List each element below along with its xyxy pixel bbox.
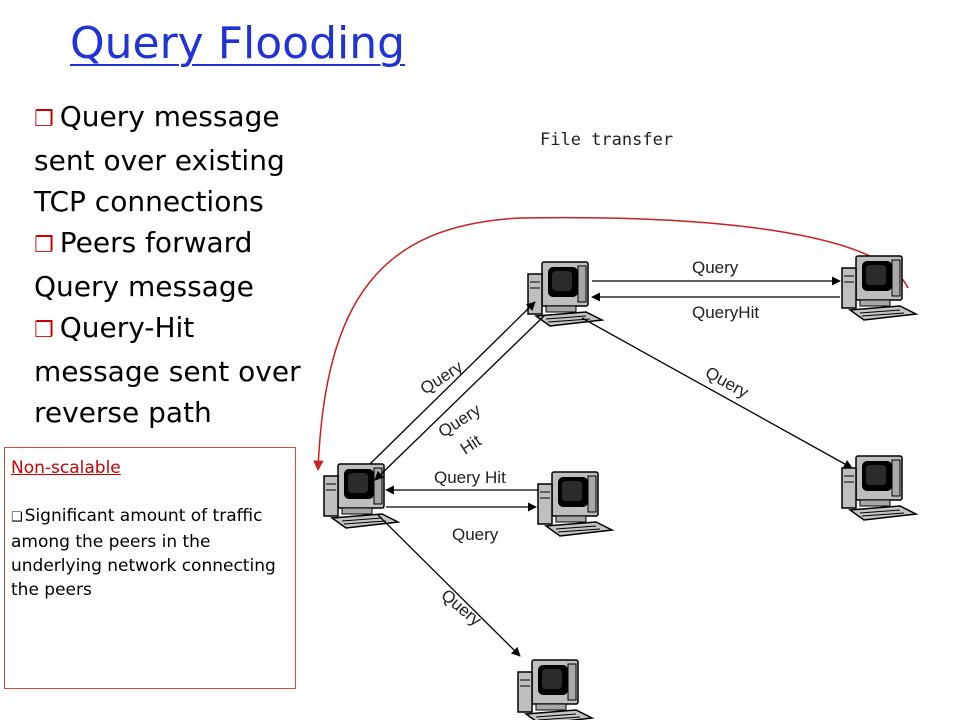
bullet-text: sent over existing (34, 144, 285, 177)
bullet-text: TCP connections (34, 185, 264, 218)
peer-computer-left (323, 463, 399, 529)
bullet-item: ❒Peers forward (34, 222, 334, 266)
query-label-mid: Query (452, 525, 499, 544)
peer-computer-top-center (527, 261, 603, 327)
query-label-top: Query (692, 258, 739, 277)
query-hit-label-diag-line1: Query (435, 400, 485, 441)
query-arrow-diag-left (369, 301, 536, 465)
query-label-bottom: Query (437, 586, 485, 631)
query-hit-arrow-diag (374, 314, 546, 481)
file-transfer-arc (313, 216, 909, 472)
checkbox-bullet-icon: ❒ (34, 107, 54, 132)
bullet-text: Peers forward (59, 226, 253, 259)
query-hit-label-mid: Query Hit (434, 468, 506, 487)
query-arrow-bottom (377, 514, 521, 657)
bullet-item: ❒Query-Hit (34, 307, 334, 351)
peer-computer-right (841, 455, 917, 521)
bullet-item: ❒Query message (34, 96, 334, 140)
bullet-text: Query-Hit (59, 311, 195, 344)
non-scalable-note: Non-scalable ❑Significant amount of traf… (4, 447, 296, 689)
checkbox-bullet-icon: ❒ (34, 233, 54, 258)
peer-computer-bottom (517, 659, 593, 720)
query-hit-label-diag-line2: Hit (457, 431, 485, 458)
query-label-diag-right: Query (702, 363, 752, 402)
square-bullet-icon: ❑ (11, 510, 23, 525)
file-transfer-label: File transfer (540, 130, 673, 150)
note-body: Significant amount of traffic among the … (11, 506, 276, 600)
queryhit-label-top: QueryHit (692, 303, 759, 322)
bullet-text: message sent over (34, 355, 301, 388)
note-title: Non-scalable (11, 458, 121, 478)
page-title: Query Flooding (70, 18, 406, 69)
peer-computer-top-right (841, 255, 917, 321)
bullet-text: Query message (34, 270, 254, 303)
bullet-list: ❒Query message sent over existing TCP co… (34, 96, 334, 433)
peer-computer-middle (537, 471, 613, 537)
bullet-text: reverse path (34, 396, 212, 429)
query-label-diag-left: Query (417, 357, 467, 398)
bullet-text: Query message (59, 100, 280, 133)
query-arrow-diag-right (581, 317, 853, 469)
checkbox-bullet-icon: ❒ (34, 318, 54, 343)
